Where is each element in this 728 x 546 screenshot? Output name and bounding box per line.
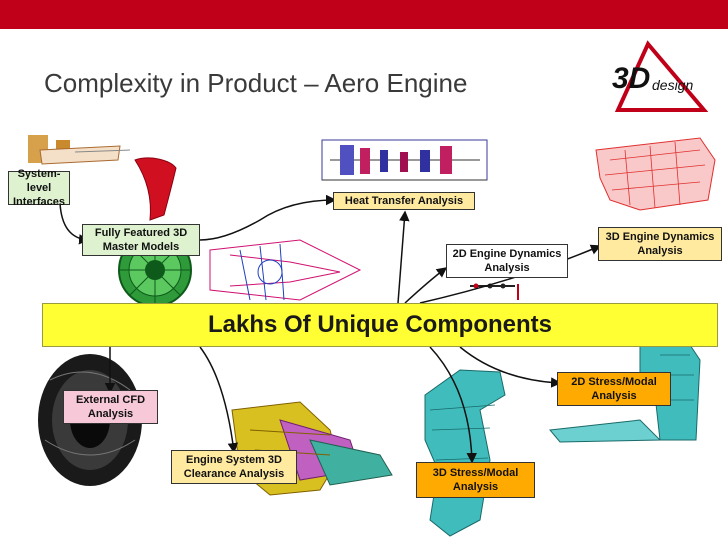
label-heat-transfer: Heat Transfer Analysis (333, 192, 475, 210)
components-banner: Lakhs Of Unique Components (42, 303, 718, 347)
system-interfaces-image (28, 135, 131, 165)
3d-engine-mesh-image (595, 137, 716, 211)
label-system-level-interfaces: System-level Interfaces (8, 168, 70, 208)
2d-beam-image (470, 283, 519, 300)
svg-text:design: design (652, 77, 693, 93)
label-3d-engine-dynamics: 3D Engine Dynamics Analysis (598, 227, 722, 261)
label-2d-stress-modal: 2D Stress/Modal Analysis (557, 372, 671, 406)
top-accent-bar (0, 0, 728, 29)
label-3d-stress-modal: 3D Stress/Modal Analysis (416, 462, 535, 498)
heat-transfer-image (321, 139, 488, 181)
label-2d-engine-dynamics: 2D Engine Dynamics Analysis (446, 244, 568, 278)
svg-text:3D: 3D (612, 62, 650, 95)
slide-title: Complexity in Product – Aero Engine (44, 68, 468, 98)
red-blade-image (134, 157, 177, 221)
label-master-models: Fully Featured 3D Master Models (82, 224, 200, 256)
label-external-cfd: External CFD Analysis (63, 390, 158, 424)
label-clearance-analysis: Engine System 3D Clearance Analysis (171, 450, 297, 484)
connector-arrows (59, 194, 602, 464)
3d-design-logo: 3D design (612, 40, 708, 112)
engine-section-image (209, 239, 362, 301)
3d-stress-mesh-image (424, 369, 506, 537)
